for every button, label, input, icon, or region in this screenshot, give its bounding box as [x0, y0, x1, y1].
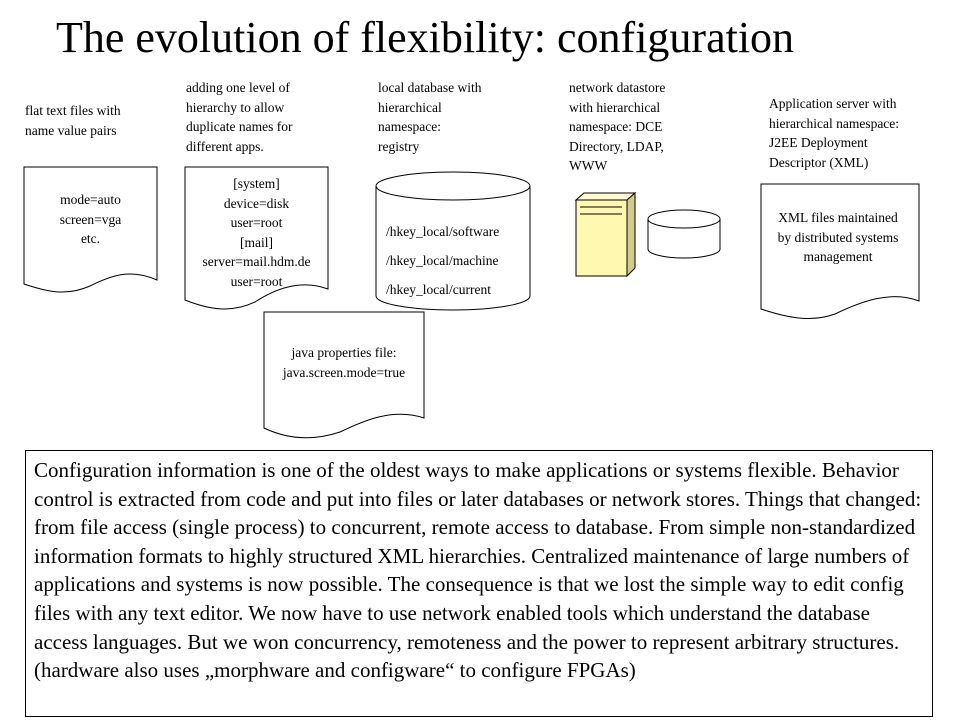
- registry-caption: local database with hierarchical namespa…: [378, 80, 482, 154]
- flat-files-caption: flat text files with name value pairs: [25, 103, 121, 138]
- java-properties-content: java properties file: java.screen.mode=t…: [282, 345, 406, 380]
- description-text-box: Configuration information is one of the …: [25, 450, 933, 717]
- registry-entry: /hkey_local/software: [386, 224, 500, 239]
- java-properties-document-icon: [263, 311, 425, 439]
- diagram-shapes: [23, 166, 920, 439]
- page-title: The evolution of flexibility: configurat…: [56, 13, 795, 62]
- hierarchy-file-content: [system] device=disk user=root [mail] se…: [202, 176, 311, 289]
- xml-descriptor-content: XML files maintained by distributed syst…: [777, 210, 899, 264]
- flat-file-content: mode=auto screen=vga etc.: [59, 192, 122, 246]
- registry-database-icon: [375, 186, 531, 311]
- flat-file-document-icon: [23, 166, 158, 293]
- registry-entry: /hkey_local/current: [386, 282, 491, 297]
- hierarchy-file-document-icon: [184, 166, 329, 310]
- network-datastore-caption: network datastore with hierarchical name…: [569, 80, 666, 173]
- app-server-caption: Application server with hierarchical nam…: [769, 96, 900, 170]
- xml-descriptor-document-icon: [760, 183, 920, 319]
- network-database-icon: [647, 219, 721, 259]
- hierarchy-files-caption: adding one level of hierarchy to allow d…: [186, 80, 293, 154]
- server-tower-icon: [574, 191, 637, 278]
- registry-entry: /hkey_local/machine: [386, 253, 499, 268]
